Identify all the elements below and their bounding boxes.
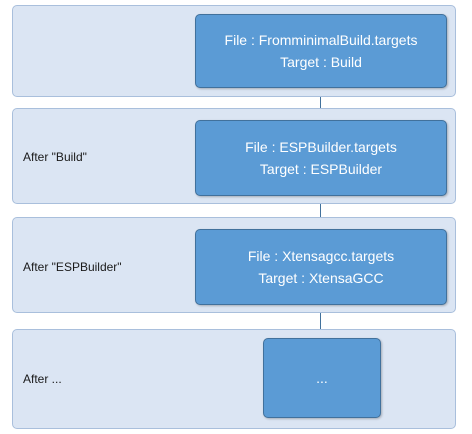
lane-label-after-build: After "Build" [23,150,87,164]
node-build: File : FromminimalBuild.targets Target :… [195,14,447,88]
node-xtensagcc: File : Xtensagcc.targets Target : Xtensa… [195,229,447,305]
node-espbuilder-target: Target : ESPBuilder [259,161,383,177]
connector-1-2 [320,86,321,119]
lane-after-more: After ... ... [12,329,456,429]
lane-label-after-espbuilder: After "ESPBuilder" [23,260,122,274]
lane-label-after-more: After ... [23,372,62,386]
node-espbuilder-file: File : ESPBuilder.targets [245,139,397,155]
connector-2-3 [320,195,321,228]
node-build-target: Target : Build [280,54,362,70]
node-placeholder-text: ... [316,370,328,386]
node-xtensagcc-target: Target : XtensaGCC [258,270,384,286]
connector-3-4 [320,305,321,339]
node-espbuilder: File : ESPBuilder.targets Target : ESPBu… [195,120,447,196]
node-build-file: File : FromminimalBuild.targets [224,32,418,48]
lane-after-espbuilder: After "ESPBuilder" File : Xtensagcc.targ… [12,217,456,313]
node-placeholder: ... [263,338,381,418]
node-xtensagcc-file: File : Xtensagcc.targets [247,248,395,264]
lane-after-build: After "Build" File : ESPBuilder.targets … [12,108,456,204]
lane-build: File : FromminimalBuild.targets Target :… [12,5,456,97]
